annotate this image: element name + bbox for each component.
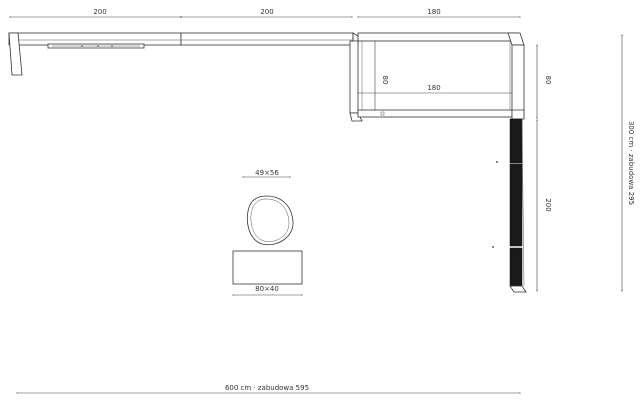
top-cabinet-run bbox=[8, 32, 359, 76]
dim-right-lower: 200 bbox=[544, 198, 552, 211]
pouf-dimension: 49×56 bbox=[255, 169, 279, 177]
dim-inner-depth: 80 bbox=[381, 76, 389, 85]
table-icon bbox=[232, 250, 303, 285]
left-end-panel bbox=[8, 32, 23, 76]
table-dimension: 80×40 bbox=[255, 285, 279, 293]
pouf-icon bbox=[246, 195, 294, 246]
corner-module bbox=[349, 32, 525, 122]
inner-dimension-width: 180 bbox=[357, 84, 513, 95]
right-dimension-total: 300 cm · zabudowa 295 bbox=[620, 34, 635, 292]
bottom-dimension-total: 600 cm · zabudowa 595 bbox=[16, 384, 521, 395]
pouf: 49×56 bbox=[242, 169, 294, 246]
right-dimension-upper: 80 bbox=[535, 44, 552, 119]
right-dimension-lower: 200 bbox=[535, 119, 552, 292]
dim-top-middle: 200 bbox=[260, 8, 273, 16]
dim-right-upper: 80 bbox=[544, 76, 552, 85]
inner-dimension-depth: 80 bbox=[373, 40, 389, 111]
dim-top-right: 180 bbox=[427, 8, 440, 16]
top-dimension-left: 200 bbox=[9, 8, 182, 19]
dim-top-left: 200 bbox=[93, 8, 106, 16]
top-dimension-middle: 200 bbox=[180, 8, 353, 19]
dim-inner-width: 180 bbox=[427, 84, 440, 92]
top-dimension-right: 180 bbox=[357, 8, 521, 19]
dim-total-width: 600 cm · zabudowa 595 bbox=[225, 384, 309, 392]
dim-total-height: 300 cm · zabudowa 295 bbox=[627, 121, 635, 205]
coffee-table: 80×40 bbox=[232, 250, 303, 297]
tall-cabinets bbox=[492, 118, 527, 293]
